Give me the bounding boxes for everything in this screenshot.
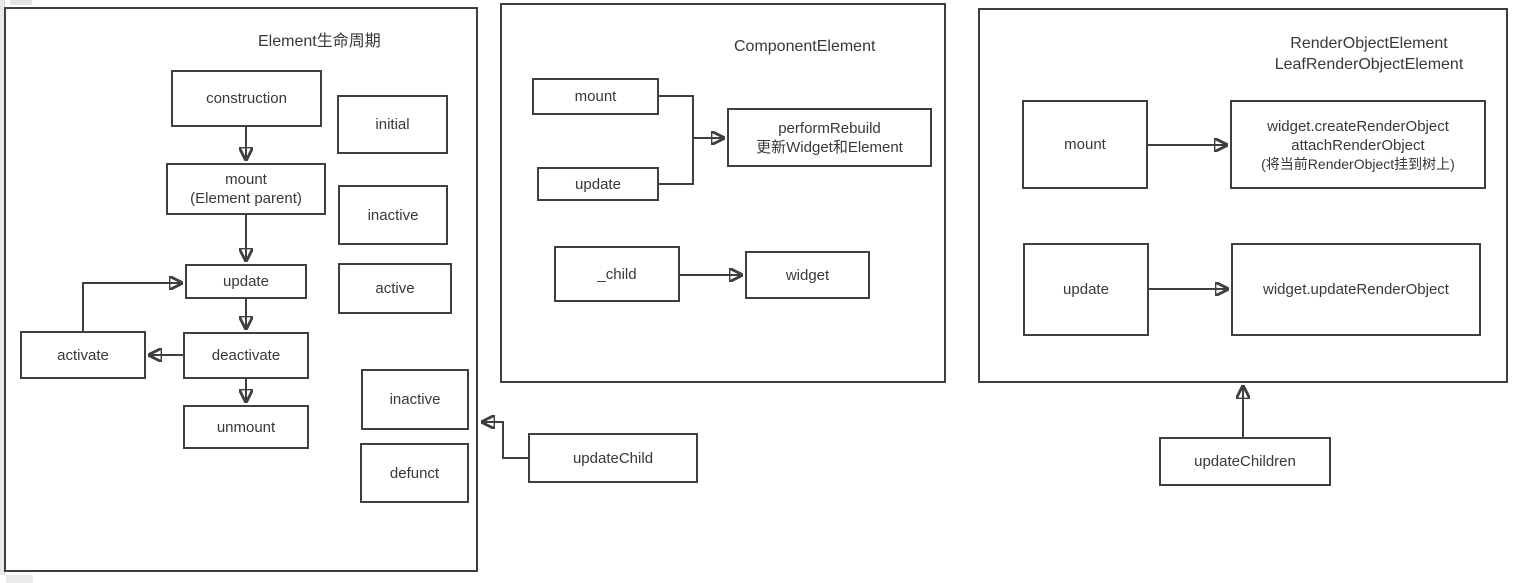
component-element-title: ComponentElement — [734, 38, 876, 55]
node-activate: activate — [20, 331, 146, 379]
top-left-patch — [10, 0, 32, 5]
node-child-field: _child — [554, 246, 680, 302]
node-update-render-object-label: widget.updateRenderObject — [1263, 281, 1449, 298]
node-initial-state: initial — [337, 95, 448, 154]
node-inactive2-state: inactive — [361, 369, 469, 430]
node-perform-rebuild: performRebuild 更新Widget和Element — [727, 108, 932, 167]
node-perform-rebuild-line1: performRebuild — [778, 119, 881, 137]
node-active-label: active — [375, 280, 415, 297]
bottom-left-patch — [6, 575, 33, 583]
node-create-render-object-line1: widget.createRenderObject — [1267, 117, 1449, 135]
node-inactive2-label: inactive — [389, 391, 441, 408]
render-object-element-title-line2: LeafRenderObjectElement — [1274, 56, 1464, 73]
arrow-update-child-to-inactive — [481, 422, 528, 459]
node-roe-update: update — [1023, 243, 1149, 336]
node-initial-label: initial — [375, 116, 410, 133]
node-construction-label: construction — [206, 90, 287, 107]
node-mount-label-line2: (Element parent) — [190, 190, 302, 207]
node-defunct-label: defunct — [389, 464, 440, 482]
node-deactivate-label: deactivate — [211, 347, 281, 364]
node-update-children: updateChildren — [1159, 437, 1331, 486]
node-create-render-object: widget.createRenderObject attachRenderOb… — [1230, 100, 1486, 189]
node-perform-rebuild-line2: 更新Widget和Element — [756, 138, 903, 156]
render-object-element-title-line1: RenderObjectElement — [1290, 35, 1448, 52]
node-defunct-state: defunct — [360, 443, 469, 503]
node-create-render-object-line3: (将当前RenderObject挂到树上) — [1261, 155, 1455, 172]
node-update-render-object: widget.updateRenderObject — [1231, 243, 1481, 336]
node-mount-label-line1: mount — [225, 171, 267, 188]
node-roe-mount-label: mount — [1064, 136, 1106, 153]
node-update-child-label: updateChild — [572, 449, 654, 467]
render-object-element-title: RenderObjectElement LeafRenderObjectElem… — [1266, 33, 1472, 75]
node-mount: mount (Element parent) — [166, 163, 326, 215]
node-activate-label: activate — [57, 346, 109, 364]
node-inactive-state: inactive — [338, 185, 448, 245]
node-ce-update: update — [537, 167, 659, 201]
element-lifecycle-title: Element生命周期 — [258, 33, 381, 50]
node-inactive-label: inactive — [367, 206, 419, 224]
node-ce-update-label: update — [575, 175, 621, 193]
node-update: update — [185, 264, 307, 299]
node-ce-mount-label: mount — [574, 88, 617, 105]
node-update-child: updateChild — [528, 433, 698, 483]
node-active-state: active — [338, 263, 452, 314]
node-deactivate: deactivate — [183, 332, 309, 379]
node-roe-update-label: update — [1063, 281, 1109, 298]
node-create-render-object-line2: attachRenderObject — [1291, 136, 1425, 154]
node-child-label: _child — [597, 265, 637, 283]
node-unmount: unmount — [183, 405, 309, 449]
node-unmount-label: unmount — [216, 418, 276, 436]
node-ce-mount: mount — [532, 78, 659, 115]
node-widget: widget — [745, 251, 870, 299]
node-construction: construction — [171, 70, 322, 127]
node-widget-label: widget — [785, 266, 830, 284]
node-update-children-label: updateChildren — [1194, 453, 1296, 470]
node-update-label: update — [223, 273, 269, 290]
node-roe-mount: mount — [1022, 100, 1148, 189]
